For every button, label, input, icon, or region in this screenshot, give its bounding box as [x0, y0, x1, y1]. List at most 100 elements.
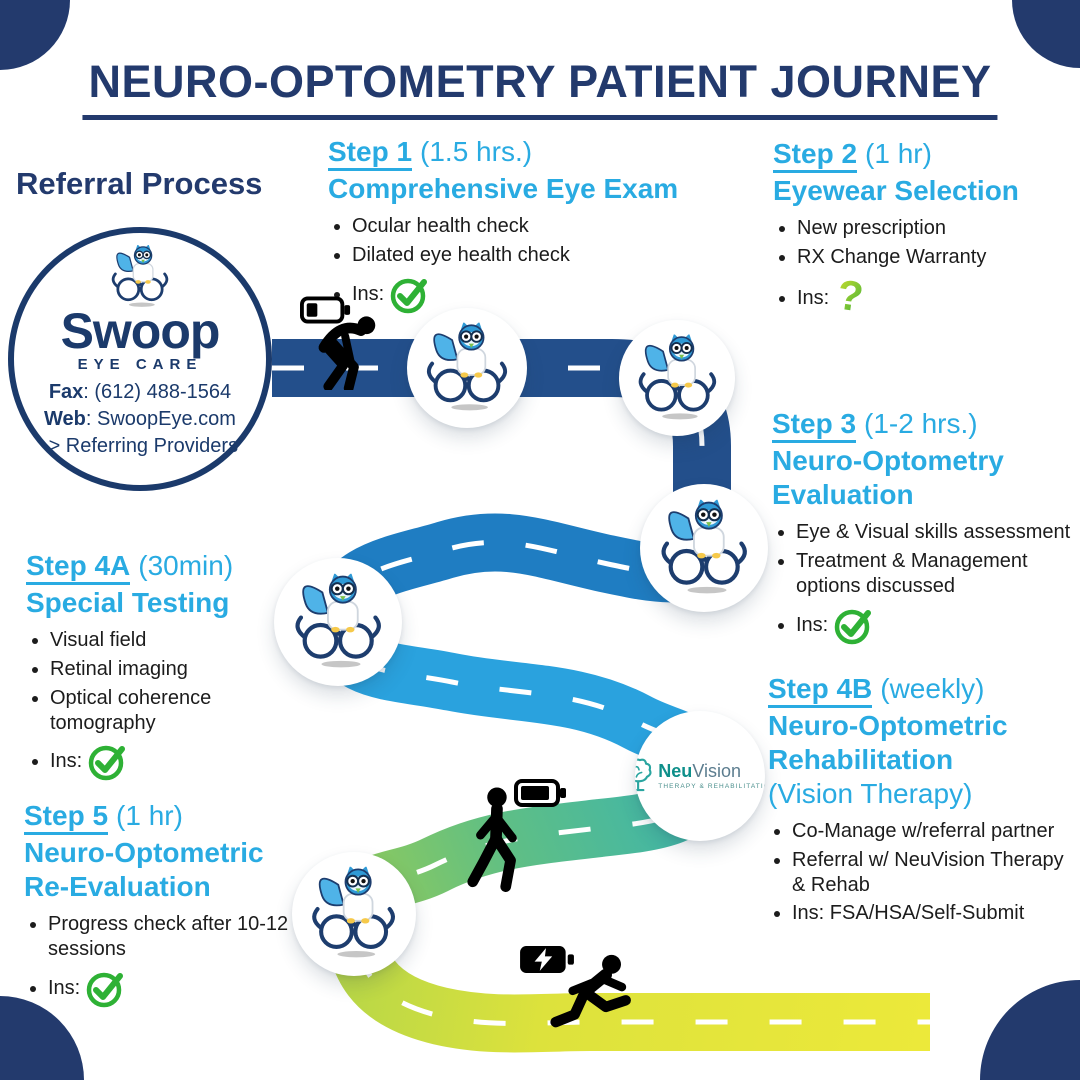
- step-4b-time: (weekly): [880, 673, 985, 704]
- ins-label: Ins:: [352, 282, 385, 305]
- bullet-item: Optical coherence tomography: [50, 686, 276, 736]
- check-icon: [86, 739, 130, 783]
- step-2-block: Step 2(1 hr) Eyewear Selection New presc…: [773, 138, 1073, 324]
- web-line: Web: SwoopEye.com: [42, 406, 238, 433]
- brain-tree-icon: [635, 758, 654, 794]
- step-1-title: Comprehensive Eye Exam: [328, 173, 679, 204]
- step-3-heading: Step 3(1-2 hrs.): [772, 408, 1080, 443]
- step-4b-block: Step 4B(weekly) Neuro-Optometric Rehabil…: [768, 673, 1080, 930]
- step-4b-bullets: Co-Manage w/referral partner Referral w/…: [768, 819, 1080, 926]
- corner-decoration-top-left: [0, 0, 70, 70]
- insurance-bullet: Ins:: [352, 272, 698, 316]
- step-5-heading: Step 5(1 hr): [24, 800, 316, 835]
- web-label: Web: [44, 408, 86, 430]
- bullet-item: Ins: FSA/HSA/Self-Submit: [792, 901, 1080, 926]
- walking-person-icon: [462, 786, 530, 894]
- corner-decoration-top-right: [1012, 0, 1080, 68]
- neuvision-logo-badge: NeuVision THERAPY & REHABILITATION: [635, 711, 765, 841]
- neuvision-brand-bold: Neu: [658, 761, 693, 781]
- bullet-item: Ocular health check: [352, 214, 698, 239]
- bullet-item: Eye & Visual skills assessment: [796, 520, 1080, 545]
- ins-label: Ins:: [48, 976, 81, 999]
- mascot-circle-step3: [640, 484, 768, 612]
- insurance-bullet: Ins:: [50, 739, 276, 783]
- bullet-item: Referral w/ NeuVision Therapy & Rehab: [792, 848, 1080, 898]
- ins-label: Ins:: [796, 613, 829, 636]
- bullet-item: Visual field: [50, 628, 276, 653]
- owl-on-glasses-mascot: [304, 864, 403, 963]
- fax-value: : (612) 488-1564: [83, 381, 232, 403]
- step-1-bullets: Ocular health check Dilated eye health c…: [328, 214, 698, 316]
- step-4b-label: Step 4B: [768, 673, 873, 708]
- bullet-item: Co-Manage w/referral partner: [792, 819, 1080, 844]
- tired-walking-person-icon: [306, 312, 394, 390]
- step-5-block: Step 5(1 hr) Neuro-Optometric Re-Evaluat…: [24, 800, 316, 1014]
- bullet-item: RX Change Warranty: [797, 245, 1073, 270]
- swoop-brand-name: Swoop: [60, 303, 221, 359]
- fax-label: Fax: [48, 381, 84, 403]
- step-4a-bullets: Visual field Retinal imaging Optical coh…: [26, 628, 276, 783]
- step-5-label: Step 5: [24, 800, 109, 835]
- mascot-circle-step4a: [274, 558, 402, 686]
- insurance-bullet: Ins:: [796, 603, 1080, 647]
- ins-label: Ins:: [50, 750, 83, 773]
- step-5-bullets: Progress check after 10-12 sessions Ins:: [24, 912, 316, 1010]
- step-1-time: (1.5 hrs.): [420, 136, 533, 167]
- step-5-time: (1 hr): [116, 800, 183, 831]
- step-5-title: Neuro-Optometric Re-Evaluation: [24, 837, 264, 903]
- corner-decoration-bottom-right: [980, 980, 1080, 1080]
- owl-on-glasses-mascot: [419, 320, 515, 416]
- check-icon: [388, 272, 432, 316]
- check-icon: [832, 603, 876, 647]
- road-segment-5: [325, 915, 930, 1053]
- step-4b-title: Neuro-Optometric Rehabilitation: [768, 710, 1008, 776]
- fax-line: Fax: (612) 488-1564: [42, 379, 238, 406]
- step-3-time: (1-2 hrs.): [864, 408, 978, 439]
- check-icon: [84, 966, 128, 1010]
- step-4a-label: Step 4A: [26, 550, 131, 585]
- step-2-label: Step 2: [773, 138, 858, 173]
- insurance-bullet: Ins:: [797, 274, 1073, 320]
- step-4a-time: (30min): [138, 550, 234, 581]
- running-person-icon: [548, 952, 640, 1042]
- insurance-bullet: Ins:: [48, 966, 316, 1010]
- step-2-title: Eyewear Selection: [773, 175, 1019, 206]
- step-3-bullets: Eye & Visual skills assessment Treatment…: [772, 520, 1080, 646]
- web-value: : SwoopEye.com: [85, 408, 236, 430]
- step-2-bullets: New prescription RX Change Warranty Ins:: [773, 216, 1073, 320]
- page-title: NEURO-OPTOMETRY PATIENT JOURNEY: [82, 56, 998, 121]
- owl-on-glasses-mascot: [631, 332, 724, 425]
- step-4a-block: Step 4A(30min) Special Testing Visual fi…: [26, 550, 276, 787]
- owl-on-glasses-mascot: [98, 245, 182, 309]
- swoop-brand-subtitle: EYE CARE: [77, 356, 203, 373]
- step-1-block: Step 1(1.5 hrs.) Comprehensive Eye Exam …: [328, 136, 698, 320]
- step-4a-title: Special Testing: [26, 587, 230, 618]
- step-3-title: Neuro-Optometry Evaluation: [772, 445, 1004, 511]
- neuvision-tagline: THERAPY & REHABILITATION: [658, 783, 765, 790]
- step-3-block: Step 3(1-2 hrs.) Neuro-Optometry Evaluat…: [772, 408, 1080, 651]
- ins-label: Ins:: [797, 286, 830, 309]
- step-4b-subtitle: (Vision Therapy): [768, 778, 973, 810]
- referring-providers-line: -> Referring Providers: [41, 435, 239, 457]
- bullet-item: Treatment & Management options discussed: [796, 549, 1080, 599]
- step-2-time: (1 hr): [865, 138, 932, 169]
- owl-on-glasses-mascot: [653, 497, 755, 599]
- step-4a-heading: Step 4A(30min): [26, 550, 276, 585]
- step-4b-heading: Step 4B(weekly): [768, 673, 1080, 708]
- step-1-label: Step 1: [328, 136, 413, 171]
- referral-process-heading: Referral Process: [16, 166, 263, 201]
- neuvision-brand-name: NeuVision: [658, 762, 741, 780]
- bullet-item: Dilated eye health check: [352, 243, 698, 268]
- bullet-item: Progress check after 10-12 sessions: [48, 912, 316, 962]
- step-1-heading: Step 1(1.5 hrs.): [328, 136, 698, 171]
- neuvision-brand-light: Vision: [692, 761, 742, 781]
- mascot-circle-1: [407, 308, 527, 428]
- step-2-heading: Step 2(1 hr): [773, 138, 1073, 173]
- bullet-item: Retinal imaging: [50, 657, 276, 682]
- swoop-eye-care-logo-badge: Swoop EYE CARE Fax: (612) 488-1564 Web: …: [8, 227, 272, 491]
- bullet-item: New prescription: [797, 216, 1073, 241]
- question-icon: [835, 274, 865, 320]
- step-3-label: Step 3: [772, 408, 857, 443]
- mascot-circle-2: [619, 320, 735, 436]
